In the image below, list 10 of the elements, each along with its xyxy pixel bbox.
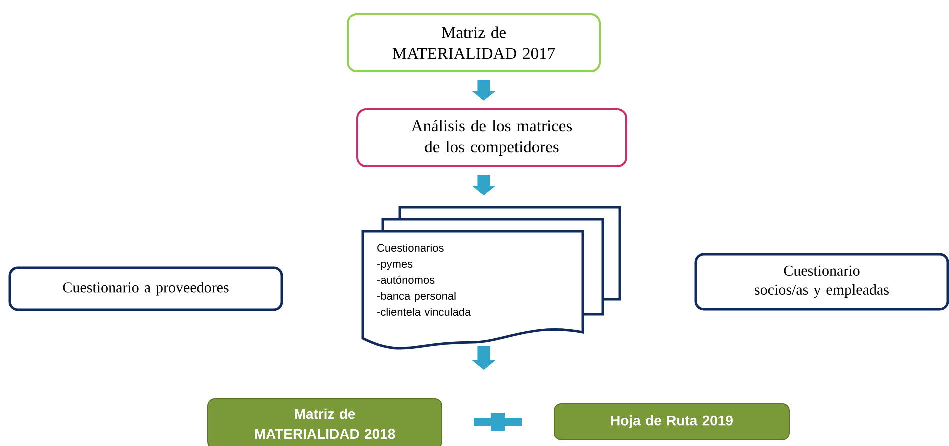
process-box: Análisis de los matrices de los competidores — [356, 108, 628, 168]
process-box: Cuestionario socios/as y empleadas — [694, 253, 949, 311]
block-arrow — [472, 175, 496, 196]
result-box: Matriz de MATERIALIDAD 2018 — [208, 398, 442, 446]
block-arrow — [472, 346, 496, 370]
process-box: Matriz de MATERIALIDAD 2017 — [347, 14, 601, 72]
document-stack: Cuestionarios -pymes -autónomos -banca personal -clientela vinculada — [362, 206, 622, 350]
process-box: Cuestionario a proveedores — [8, 266, 284, 312]
block-arrow — [472, 80, 496, 101]
result-box: Hoja de Ruta 2019 — [554, 404, 790, 440]
